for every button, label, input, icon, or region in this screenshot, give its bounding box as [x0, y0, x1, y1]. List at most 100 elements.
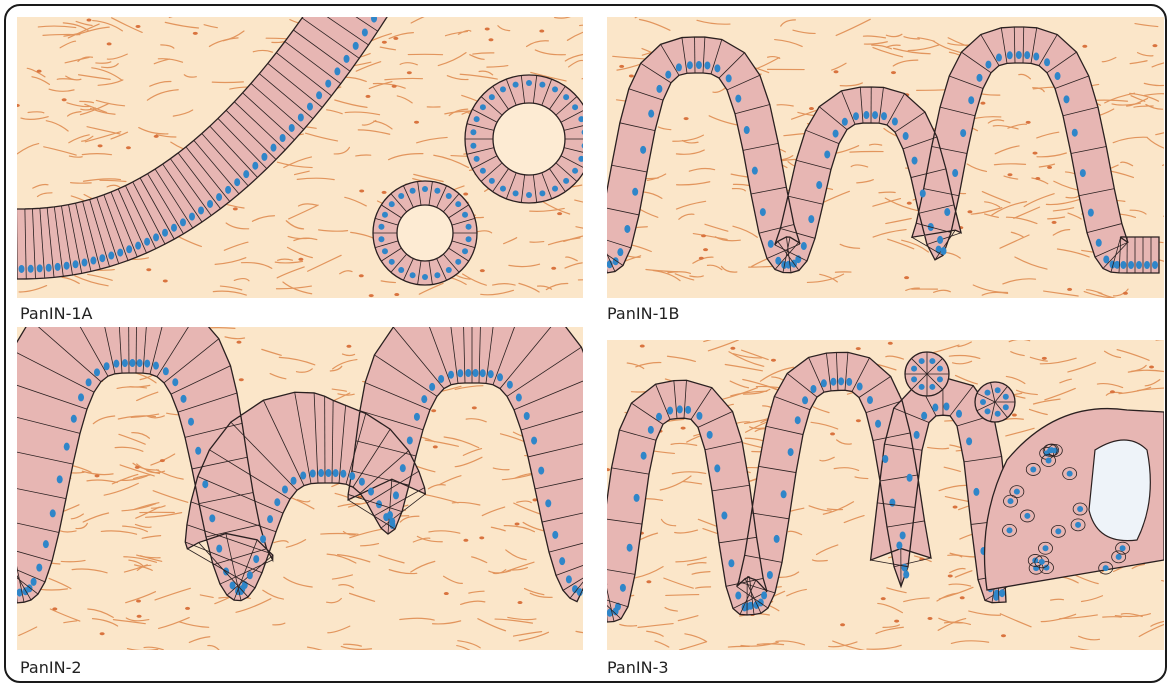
stroma-nucleus: [1033, 152, 1038, 155]
cell-cluster-nucleus: [1003, 404, 1009, 410]
papilla-nucleus: [761, 591, 767, 599]
stroma-fiber: [361, 544, 379, 546]
stroma-fiber: [775, 40, 802, 47]
stroma-nucleus: [840, 623, 845, 626]
papilla-nucleus: [1044, 58, 1050, 66]
small-gland-nucleus: [466, 224, 472, 230]
stroma-fiber: [1004, 176, 1018, 179]
stroma-nucleus: [1001, 634, 1006, 637]
stroma-fiber: [918, 38, 935, 42]
stroma-fiber: [1006, 376, 1024, 383]
stroma-fiber: [327, 598, 342, 602]
stroma-fiber: [683, 482, 702, 484]
stroma-fiber: [1102, 58, 1116, 62]
stroma-fiber: [1079, 636, 1100, 639]
atypical-nucleus: [1047, 447, 1053, 453]
stroma-fiber: [298, 204, 317, 206]
stroma-fiber: [504, 238, 517, 244]
papilla-nucleus: [137, 359, 143, 367]
stroma-fiber: [582, 76, 583, 79]
stroma-fiber: [1037, 132, 1059, 138]
papilla-nucleus: [516, 394, 522, 402]
stroma-fiber: [969, 611, 1001, 615]
papilla-epithelium: [17, 327, 583, 603]
stroma-fiber: [928, 447, 949, 448]
stroma-fiber: [273, 623, 285, 625]
papilla-nucleus: [846, 378, 852, 386]
papilla-nucleus: [788, 448, 794, 456]
sheet-nucleus: [55, 263, 61, 271]
stroma-nucleus: [894, 620, 899, 623]
stroma-fiber: [389, 154, 423, 160]
stroma-nucleus: [646, 580, 651, 583]
stroma-fiber: [60, 531, 76, 532]
stroma-fiber: [873, 199, 901, 207]
stroma-fiber: [72, 569, 107, 573]
stroma-fiber: [1138, 53, 1153, 56]
stroma-fiber: [21, 117, 48, 120]
stroma-fiber: [428, 485, 445, 489]
stroma-fiber: [514, 632, 542, 636]
stroma-fiber: [646, 269, 678, 271]
stroma-fiber: [508, 617, 536, 619]
stroma-fiber: [863, 36, 885, 38]
stroma-fiber: [161, 45, 174, 48]
papilla-nucleus: [941, 247, 947, 255]
stroma-fiber: [76, 21, 92, 25]
stroma-nucleus: [193, 32, 198, 35]
stroma-fiber: [955, 571, 972, 577]
stroma-nucleus: [517, 601, 522, 604]
papilla-nucleus: [920, 189, 926, 197]
papilla-nucleus: [632, 188, 638, 196]
papilla-nucleus: [216, 545, 222, 553]
stroma-nucleus: [1123, 292, 1128, 295]
stroma-fiber: [1019, 74, 1031, 78]
stroma-fiber: [284, 577, 312, 587]
stroma-fiber: [295, 171, 310, 174]
stroma-fiber: [1045, 388, 1075, 399]
stroma-nucleus: [830, 432, 835, 435]
atypical-nucleus: [1014, 489, 1020, 495]
stroma-nucleus: [485, 27, 490, 30]
large-gland-nucleus: [480, 104, 486, 110]
stroma-fiber: [870, 144, 882, 145]
stroma-fiber: [262, 349, 281, 355]
stroma-nucleus: [185, 607, 190, 610]
stroma-fiber: [82, 471, 113, 474]
stroma-fiber: [77, 27, 109, 35]
stroma-nucleus: [1082, 45, 1087, 48]
stroma-fiber: [692, 572, 710, 575]
stroma-fiber: [327, 110, 343, 114]
papilla-nucleus: [1120, 261, 1126, 269]
sheet-nucleus: [171, 224, 177, 232]
small-gland-nucleus: [446, 267, 452, 273]
papilla-nucleus: [921, 412, 927, 420]
stroma-nucleus: [98, 144, 103, 147]
stroma-fiber: [179, 622, 208, 628]
stroma-fiber: [155, 588, 190, 600]
small-gland-nucleus: [455, 259, 461, 265]
stroma-fiber: [1105, 351, 1121, 357]
small-gland-nucleus: [446, 193, 452, 199]
sheet-nucleus: [270, 144, 276, 152]
stroma-fiber: [620, 624, 637, 626]
sheet-nucleus: [252, 162, 258, 170]
stroma-fiber: [289, 205, 319, 219]
stroma-fiber: [1011, 232, 1023, 237]
papilla-nucleus: [752, 167, 758, 175]
stroma-fiber: [272, 41, 285, 42]
stroma-fiber: [472, 557, 487, 563]
stroma-fiber: [19, 627, 37, 635]
papilla-nucleus: [656, 413, 662, 421]
stroma-fiber: [627, 363, 643, 369]
stroma-fiber: [400, 618, 434, 620]
stroma-fiber: [879, 192, 895, 193]
papilla-nucleus: [696, 412, 702, 420]
sheet-nucleus: [162, 229, 168, 237]
stroma-nucleus: [414, 121, 419, 124]
sheet-epithelium: [17, 17, 387, 279]
stroma-fiber: [788, 531, 801, 534]
stroma-nucleus: [1012, 414, 1017, 417]
stroma-fiber: [57, 79, 73, 80]
stroma-nucleus: [479, 536, 484, 539]
